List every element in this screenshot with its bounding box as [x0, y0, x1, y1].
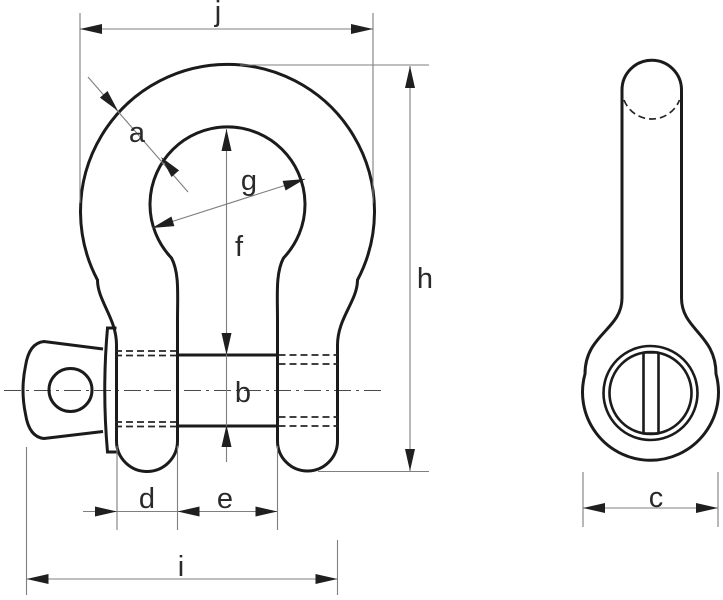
side-view: c	[581, 58, 720, 527]
pin-head-collar	[103, 326, 117, 454]
dim-f-arrow-top	[221, 129, 232, 151]
dim-c-arrow-left	[583, 503, 605, 513]
dimension-d-e: d e	[83, 446, 279, 530]
side-crown-cap	[620, 58, 683, 91]
dim-a-label: a	[129, 117, 146, 149]
dim-j-label: j	[214, 0, 221, 28]
dimension-g: g	[151, 165, 306, 229]
dim-b-label: b	[235, 377, 251, 409]
dim-h-label: h	[417, 263, 433, 295]
dimension-a: a	[87, 76, 189, 193]
dim-g-line	[151, 178, 306, 229]
dim-e-label: e	[217, 483, 233, 515]
dim-d-e-extension-lines	[116, 446, 279, 530]
shackle-body-outline	[79, 62, 376, 473]
dim-i-arrow-right	[315, 574, 338, 584]
dim-f-label: f	[235, 231, 244, 263]
dim-d-e-arrow-middle	[177, 506, 200, 517]
dim-c-extension-lines	[582, 472, 719, 527]
dim-g-arrow-right	[282, 179, 305, 191]
dim-h-extension-lines	[240, 64, 429, 473]
dim-a-arrow-outer	[99, 91, 118, 111]
dim-d-label: d	[139, 483, 155, 515]
hidden-line-left-leg	[115, 350, 176, 428]
dim-h-arrow-top	[405, 66, 415, 88]
side-pin-head-circle	[608, 350, 693, 436]
dim-c-arrow-right	[696, 503, 718, 513]
dim-g-label: g	[241, 165, 257, 197]
dim-e-arrow-right	[255, 506, 278, 517]
dimension-f: f	[221, 129, 244, 462]
side-crown-hidden-arc	[623, 99, 681, 120]
front-view: j a g f b	[4, 0, 433, 595]
dim-h-arrow-bottom	[405, 449, 415, 471]
dim-j-arrow-left	[80, 24, 102, 34]
pin-head-outline	[21, 339, 104, 441]
dim-b-arrow-top	[221, 333, 232, 355]
dimension-h: h	[240, 64, 433, 473]
dimension-b: b	[221, 333, 251, 447]
pin-shank	[177, 353, 278, 428]
side-eye-boss-ring	[602, 344, 699, 442]
dimension-c: c	[582, 472, 719, 527]
dim-i-arrow-left	[26, 574, 49, 584]
pin-head-boss-circle	[47, 367, 94, 413]
dim-j-arrow-right	[351, 24, 373, 34]
side-pin-slot	[642, 351, 660, 435]
dim-i-extension-lines	[25, 447, 339, 595]
dim-b-arrow-bottom	[221, 425, 232, 447]
dimension-i: i	[25, 447, 339, 595]
dim-i-label: i	[178, 551, 184, 583]
pin-head	[21, 326, 117, 454]
dim-g-arrow-left	[152, 216, 175, 228]
dim-a-arrow-inner	[161, 157, 180, 177]
side-body-outline	[581, 90, 720, 462]
dim-d-arrow-left	[95, 506, 117, 517]
dim-j-extension-lines	[79, 13, 374, 203]
dimension-j: j	[79, 0, 374, 203]
dim-c-label: c	[649, 482, 664, 514]
